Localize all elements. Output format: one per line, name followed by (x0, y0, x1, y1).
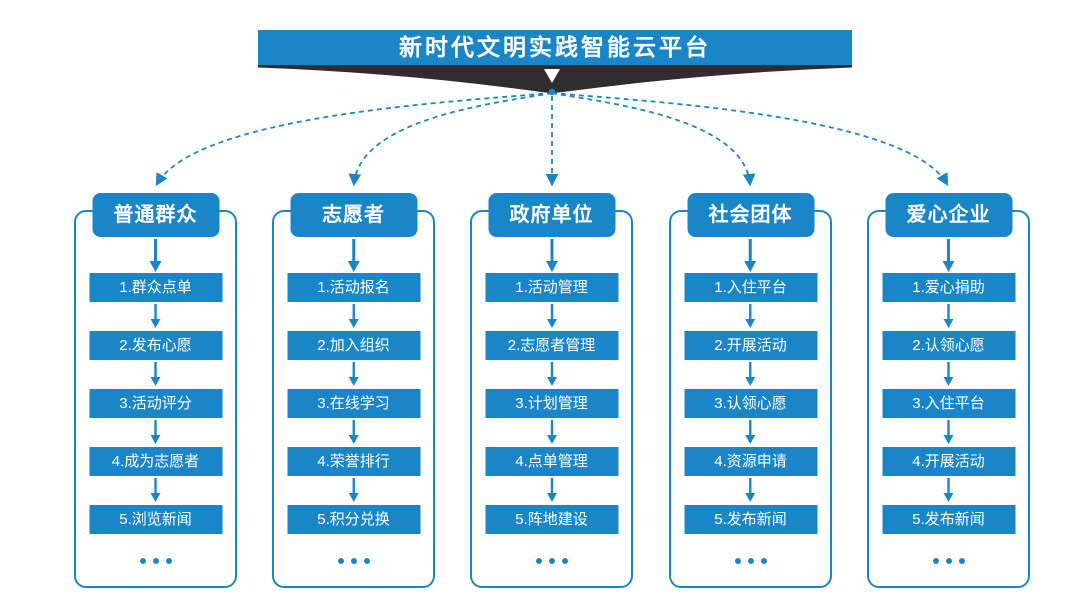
step-item: 5.发布新闻 (684, 505, 817, 534)
step-item: 4.开展活动 (882, 447, 1015, 476)
column-header-social-groups: 社会团体 (687, 193, 814, 237)
step-item: 3.计划管理 (485, 389, 618, 418)
step-item: 2.开展活动 (684, 331, 817, 360)
column-general-public: 普通群众 1.群众点单 2.发布心愿 3.活动评分 4.成为志愿者 5.浏览新闻 (74, 193, 237, 588)
step-item: 5.积分兑换 (287, 505, 420, 534)
platform-title: 新时代文明实践智能云平台 (399, 34, 711, 60)
step-item: 4.点单管理 (485, 447, 618, 476)
fanout-arrows (155, 92, 949, 187)
step-item: 2.加入组织 (287, 331, 420, 360)
column-header-volunteers: 志愿者 (290, 193, 417, 237)
fanout-origin-dot (548, 88, 556, 96)
step-item: 3.入住平台 (882, 389, 1015, 418)
dark-ribbon (258, 65, 852, 93)
step-item: 3.在线学习 (287, 389, 420, 418)
ribbon-arrow-icon (544, 69, 560, 83)
step-item: 1.活动管理 (485, 273, 618, 302)
step-item: 2.发布心愿 (89, 331, 222, 360)
column-volunteers: 志愿者 1.活动报名 2.加入组织 3.在线学习 4.荣誉排行 5.积分兑换 (272, 193, 435, 588)
ellipsis-dots (139, 558, 172, 564)
column-government-units: 政府单位 1.活动管理 2.志愿者管理 3.计划管理 4.点单管理 5.阵地建设 (470, 193, 633, 588)
step-item: 3.活动评分 (89, 389, 222, 418)
step-item: 1.入住平台 (684, 273, 817, 302)
step-item: 4.成为志愿者 (89, 447, 222, 476)
step-item: 4.资源申请 (684, 447, 817, 476)
step-item: 1.群众点单 (89, 273, 222, 302)
column-header-charity-enterprises: 爱心企业 (885, 193, 1012, 237)
step-item: 2.认领心愿 (882, 331, 1015, 360)
column-social-groups: 社会团体 1.入住平台 2.开展活动 3.认领心愿 4.资源申请 5.发布新闻 (669, 193, 832, 588)
platform-title-banner: 新时代文明实践智能云平台 (258, 30, 852, 65)
step-item: 4.荣誉排行 (287, 447, 420, 476)
step-item: 1.爱心捐助 (882, 273, 1015, 302)
step-item: 5.阵地建设 (485, 505, 618, 534)
step-item: 5.发布新闻 (882, 505, 1015, 534)
ellipsis-dots (535, 558, 568, 564)
step-item: 2.志愿者管理 (485, 331, 618, 360)
step-item: 3.认领心愿 (684, 389, 817, 418)
ellipsis-dots (337, 558, 370, 564)
column-header-government-units: 政府单位 (488, 193, 615, 237)
step-item: 5.浏览新闻 (89, 505, 222, 534)
column-charity-enterprises: 爱心企业 1.爱心捐助 2.认领心愿 3.入住平台 4.开展活动 5.发布新闻 (867, 193, 1030, 588)
ellipsis-dots (932, 558, 965, 564)
ellipsis-dots (734, 558, 767, 564)
step-item: 1.活动报名 (287, 273, 420, 302)
column-header-general-public: 普通群众 (92, 193, 219, 237)
